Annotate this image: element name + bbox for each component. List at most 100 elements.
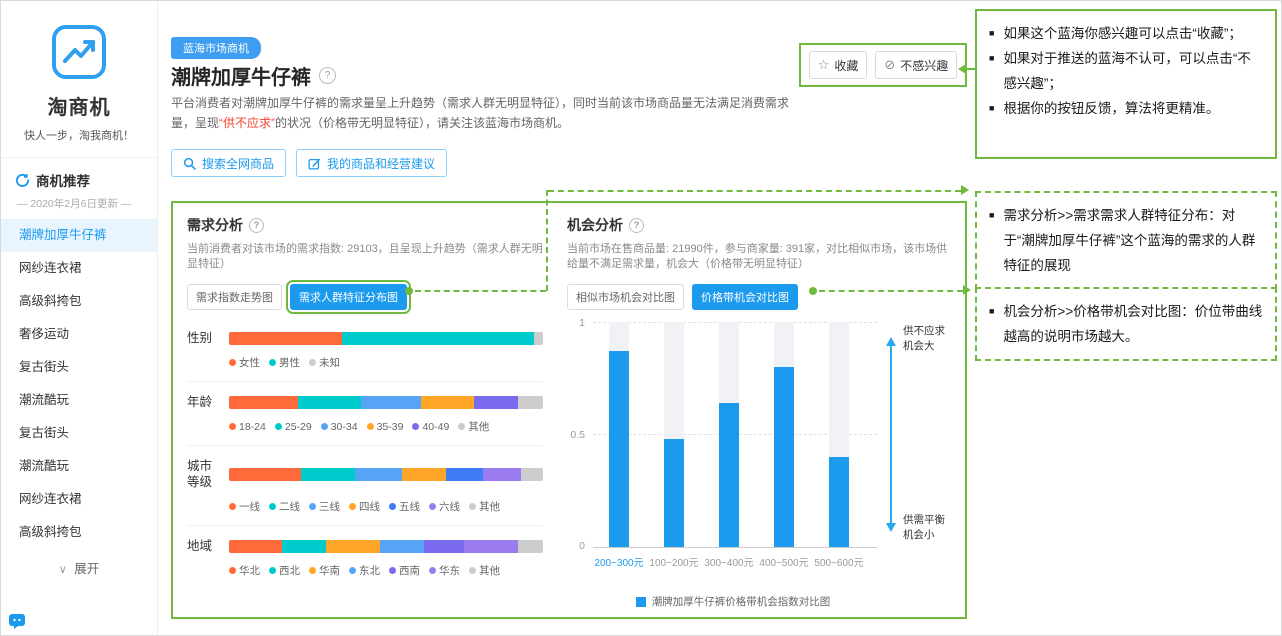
chart-bar xyxy=(719,403,739,547)
demand-legend: 女性男性未知 xyxy=(229,355,543,370)
legend-dot-icon xyxy=(309,567,316,574)
opportunity-analysis-section: 机会分析 ? 当前市场在售商品量: 21990件，参与商家量: 391家，对比相… xyxy=(567,215,951,608)
demand-analysis-section: 需求分析 ? 当前消费者对该市场的需求指数: 29103，且呈现上升趋势（需求人… xyxy=(187,215,543,605)
demand-title-row: 需求分析 ? xyxy=(187,215,543,235)
sidebar-item[interactable]: 网纱连衣裙 xyxy=(19,492,82,506)
annotation-box3: ■机会分析>>价格带机会对比图：价位带曲线越高的说明市场越大。 xyxy=(975,287,1277,361)
ban-icon: ⊘ xyxy=(884,57,896,72)
indicator-top-line1: 供不应求 xyxy=(903,325,945,337)
bar-segment xyxy=(342,331,534,345)
y-tick: 0.5 xyxy=(570,429,585,441)
tab-demand-trend[interactable]: 需求指数走势图 xyxy=(187,284,282,310)
search-products-button[interactable]: 搜索全网商品 xyxy=(171,149,287,177)
legend-item: 40-49 xyxy=(412,421,449,433)
annotation-text: 根据你的按钮反馈，算法将更精准。 xyxy=(1003,101,1220,116)
legend-item: 女性 xyxy=(229,355,260,370)
legend-label: 东北 xyxy=(359,565,380,577)
arrow-down-icon xyxy=(886,523,896,532)
legend-label: 18-24 xyxy=(239,420,266,433)
help-icon[interactable]: ? xyxy=(249,217,264,233)
legend-label: 三线 xyxy=(319,501,340,513)
page-title: 潮牌加厚牛仔裤 xyxy=(171,67,311,89)
indicator-line xyxy=(890,346,892,524)
tab-similar-market[interactable]: 相似市场机会对比图 xyxy=(567,284,684,310)
bar-segment xyxy=(520,467,543,481)
bar-segment xyxy=(445,467,484,481)
sidebar-item[interactable]: 潮流酷玩 xyxy=(19,393,70,407)
favorite-button[interactable]: ☆ 收藏 xyxy=(808,51,868,79)
sidebar-item[interactable]: 网纱连衣裙 xyxy=(19,261,82,275)
app-slogan: 快人一步，淘我商机！ xyxy=(24,130,134,142)
legend-dot-icon xyxy=(229,503,236,510)
legend-item: 男性 xyxy=(269,355,300,370)
sidebar-item[interactable]: 奢侈运动 xyxy=(19,327,70,341)
annotation-items: ■需求分析>>需求需求人群特征分布：对于“潮牌加厚牛仔裤”这个蓝海的需求的人群特… xyxy=(989,203,1263,278)
demand-group-label: 城市等级 xyxy=(187,459,213,489)
connector-line xyxy=(415,290,546,292)
connector-line xyxy=(966,68,975,70)
indicator-top-line2: 机会大 xyxy=(903,340,935,352)
my-products-button[interactable]: 我的商品和经营建议 xyxy=(296,149,448,177)
bar-segment xyxy=(229,539,283,553)
opportunity-title-row: 机会分析 ? xyxy=(567,215,951,235)
main-content: 蓝海市场商机 潮牌加厚牛仔裤 ? ☆ 收藏 ⊘ 不感兴趣 平台消费者对潮牌加厚牛… xyxy=(157,1,1281,635)
dislike-button[interactable]: ⊘ 不感兴趣 xyxy=(875,51,958,79)
legend-dot-icon xyxy=(366,423,374,430)
legend-dot-icon xyxy=(229,567,236,574)
chart-x-label: 200~300元 xyxy=(594,558,644,569)
sidebar-item[interactable]: 高级斜挎包 xyxy=(19,294,82,308)
bar-segment xyxy=(282,539,327,553)
tab-price-band[interactable]: 价格带机会对比图 xyxy=(692,284,798,310)
demand-title: 需求分析 xyxy=(187,217,243,233)
sidebar-item[interactable]: 高级斜挎包 xyxy=(19,525,82,539)
demand-group-row: 城市等级 xyxy=(187,458,543,490)
bar-segment xyxy=(533,331,543,345)
sidebar-item[interactable]: 潮牌加厚牛仔裤 xyxy=(1,219,157,252)
highlight-text: “供不应求” xyxy=(219,116,276,130)
legend-dot-icon xyxy=(269,503,276,510)
legend-item: 华北 xyxy=(229,563,260,578)
expand-button[interactable]: ∨ 展开 xyxy=(1,558,157,577)
demand-group-label: 地域 xyxy=(187,539,213,553)
bar-segment xyxy=(423,539,465,553)
legend-item: 六线 xyxy=(429,499,460,514)
bullet-icon: ■ xyxy=(989,53,995,63)
legend-dot-icon xyxy=(269,567,276,574)
legend-label: 六线 xyxy=(439,501,460,513)
bar-segment xyxy=(517,539,543,553)
annotation-box2: ■需求分析>>需求需求人群特征分布：对于“潮牌加厚牛仔裤”这个蓝海的需求的人群特… xyxy=(975,191,1277,290)
sidebar-item[interactable]: 复古街头 xyxy=(19,426,70,440)
legend-label: 西北 xyxy=(279,565,300,577)
x-axis-baseline xyxy=(593,547,877,548)
analysis-panel: 需求分析 ? 当前消费者对该市场的需求指数: 29103，且呈现上升趋势（需求人… xyxy=(171,201,967,619)
market-description: 平台消费者对潮牌加厚牛仔裤的需求量呈上升趋势（需求人群无明显特征），同时当前该市… xyxy=(171,93,811,133)
edit-icon xyxy=(308,158,321,170)
legend-label: 男性 xyxy=(279,357,300,369)
y-tick: 1 xyxy=(579,317,585,329)
demand-legend: 一线二线三线四线五线六线其他 xyxy=(229,499,543,514)
bar-segment xyxy=(229,331,343,345)
demand-group-row: 地域 xyxy=(187,538,543,554)
legend-dot-icon xyxy=(429,567,436,574)
description-text-2: 的状况（价格带无明显特征），请关注该蓝海市场商机。 xyxy=(275,116,570,130)
sidebar-item[interactable]: 潮流酷玩 xyxy=(19,459,70,473)
annotation-box1: ■如果这个蓝海你感兴趣可以点击“收藏”；■如果对于推送的蓝海不认可，可以点击“不… xyxy=(975,9,1277,159)
service-widget-icon[interactable] xyxy=(8,612,26,630)
help-icon[interactable]: ? xyxy=(629,217,644,233)
bar-segment xyxy=(517,395,543,409)
sidebar: 淘商机 快人一步，淘我商机！ 商机推荐 — 2020年2月6日更新 — 潮牌加厚… xyxy=(1,1,158,635)
sidebar-item[interactable]: 复古街头 xyxy=(19,360,70,374)
chart-legend: 潮牌加厚牛仔裤价格带机会指数对比图 xyxy=(597,594,869,609)
legend-item: 30-34 xyxy=(320,421,358,433)
tab-demand-personas[interactable]: 需求人群特征分布图 xyxy=(286,280,411,314)
expand-label: 展开 xyxy=(74,562,100,576)
chevron-down-icon: ∨ xyxy=(58,564,67,576)
help-icon[interactable]: ? xyxy=(319,67,336,84)
bar-segment xyxy=(354,467,402,481)
legend-dot-icon xyxy=(269,359,276,366)
arrow-to-feedback-buttons xyxy=(958,64,966,74)
